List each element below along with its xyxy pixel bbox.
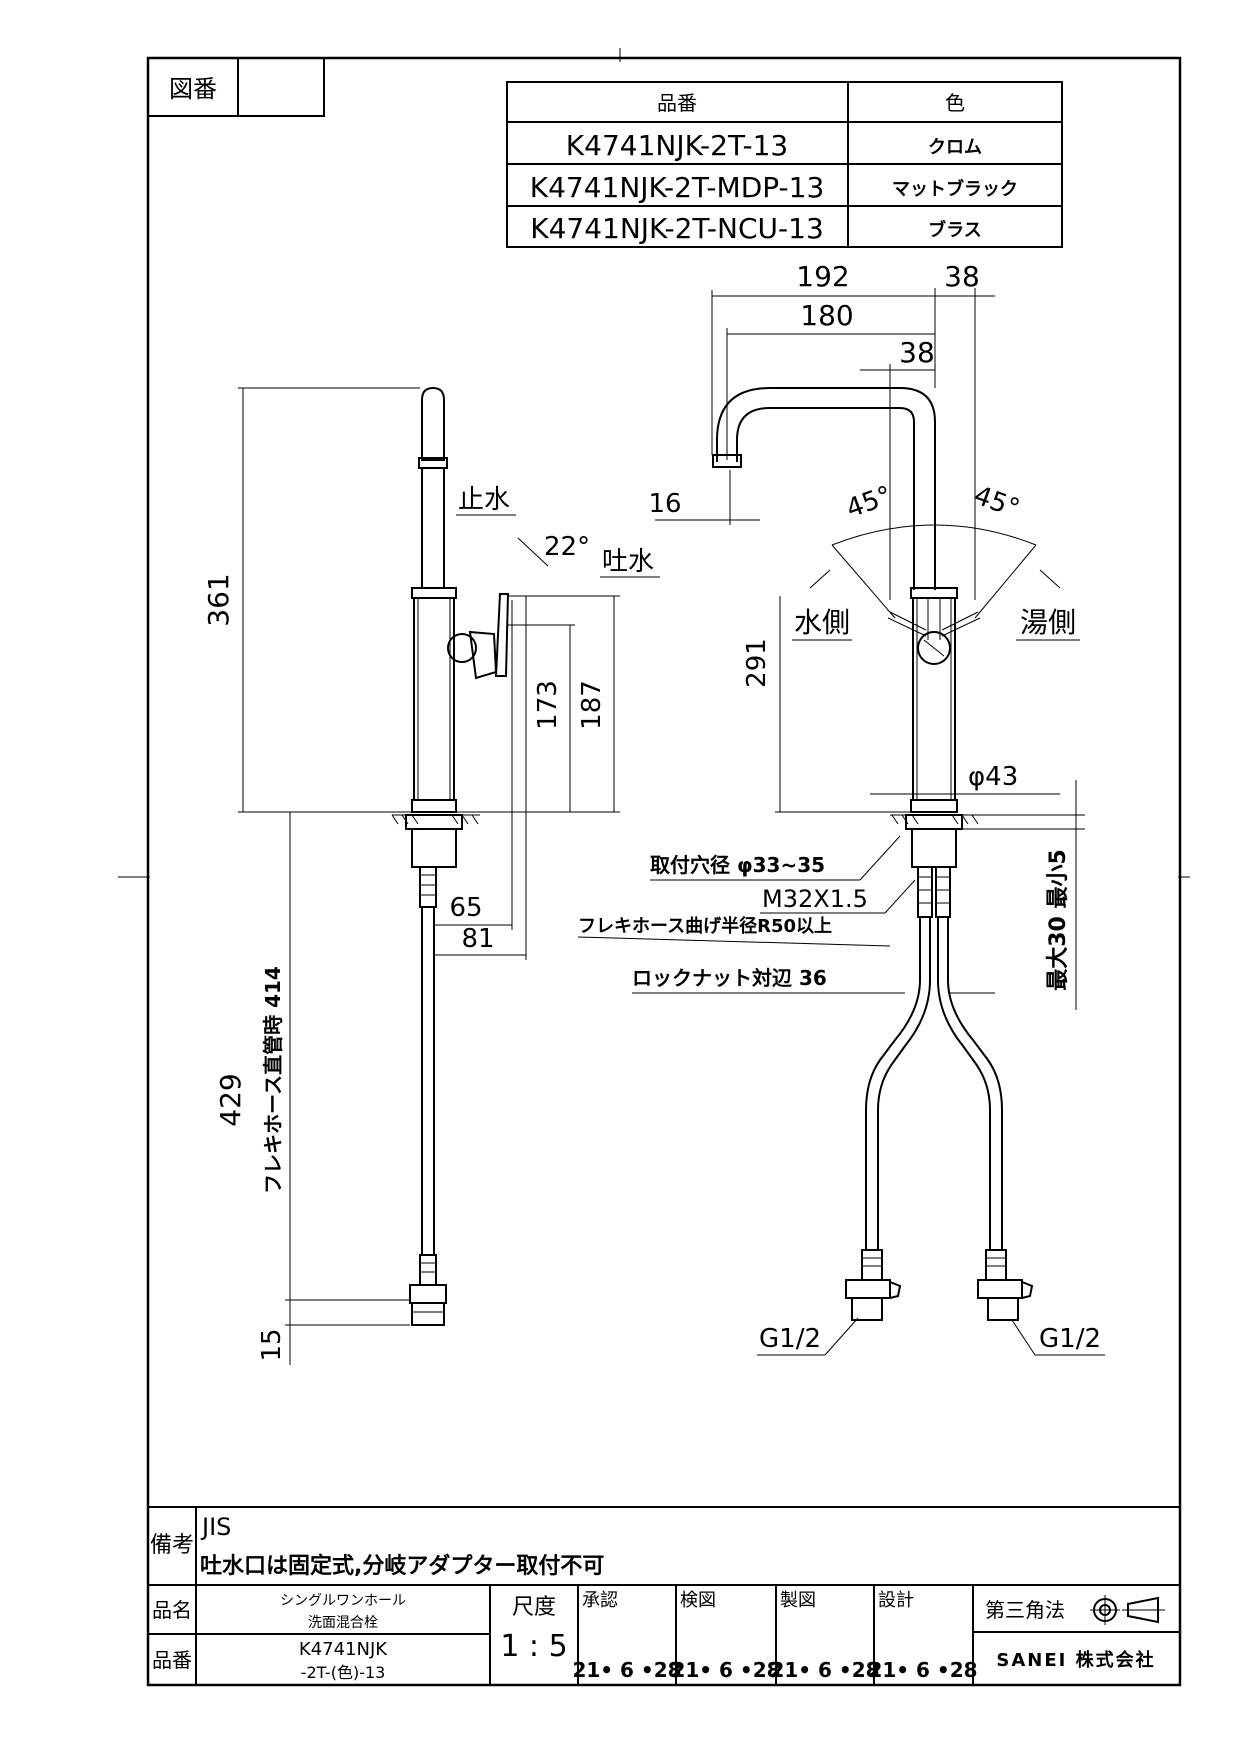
label-discharge: 吐水 bbox=[602, 547, 654, 577]
projection-label: 第三角法 bbox=[985, 1598, 1065, 1622]
dim-291: 291 bbox=[742, 638, 772, 688]
approve-date: 21• 6 •28 bbox=[572, 1658, 681, 1682]
label-hot-side: 湯側 bbox=[1020, 606, 1076, 639]
third-angle-projection-icon bbox=[1090, 1595, 1165, 1625]
note-thread: M32X1.5 bbox=[762, 885, 868, 913]
dim-429: 429 bbox=[214, 1073, 247, 1126]
part-row-1: K4741NJK-2T-13 bbox=[566, 129, 788, 162]
hinmei-label: 品名 bbox=[152, 1598, 192, 1622]
color-row-2: マットブラック bbox=[892, 178, 1018, 200]
color-row-3: ブラス bbox=[928, 219, 982, 241]
label-cold-side: 水側 bbox=[794, 606, 850, 639]
note-hose-bend: フレキホース曲げ半径R50以上 bbox=[578, 915, 832, 937]
dim-180: 180 bbox=[800, 299, 853, 332]
note-mounting-hole: 取付穴径 φ33~35 bbox=[650, 853, 825, 877]
design-date: 21• 6 •28 bbox=[868, 1658, 977, 1682]
dim-81: 81 bbox=[461, 924, 494, 954]
note-counter-thickness: 最大30 最小5 bbox=[1046, 849, 1071, 991]
dim-38-mid: 38 bbox=[899, 336, 935, 369]
part-row-2: K4741NJK-2T-MDP-13 bbox=[530, 171, 825, 204]
design-label: 設計 bbox=[878, 1590, 914, 1611]
check-label: 検図 bbox=[680, 1590, 716, 1611]
scale-value: 1 : 5 bbox=[500, 1629, 567, 1664]
check-date: 21• 6 •28 bbox=[671, 1658, 780, 1682]
col-color-header: 色 bbox=[945, 91, 965, 115]
dim-16: 16 bbox=[648, 489, 681, 519]
part-row-3: K4741NJK-2T-NCU-13 bbox=[530, 212, 824, 245]
hinban-line1: K4741NJK bbox=[299, 1639, 388, 1660]
note-locknut: ロックナット対辺 36 bbox=[632, 966, 827, 990]
label-angle-22: 22° bbox=[544, 532, 590, 562]
scale-label: 尺度 bbox=[512, 1595, 556, 1620]
dim-15: 15 bbox=[257, 1328, 287, 1361]
dim-dia-43: φ43 bbox=[968, 762, 1018, 792]
hinmei-line1: シングルワンホール bbox=[280, 1593, 406, 1609]
front-view-dimensions: 192 38 180 38 16 291 45° 45° 水側 湯側 φ43 取… bbox=[577, 260, 1105, 1356]
hinban-line2: -2T-(色)-13 bbox=[301, 1663, 386, 1682]
dim-187: 187 bbox=[577, 680, 607, 730]
draw-date: 21• 6 •28 bbox=[770, 1658, 879, 1682]
note-jis: JIS bbox=[200, 1513, 231, 1541]
hinban-label: 品番 bbox=[152, 1648, 192, 1672]
notes-block: 備考 JIS 吐水口は固定式,分岐アダプター取付不可 bbox=[148, 1506, 1180, 1585]
approve-label: 承認 bbox=[582, 1590, 618, 1611]
outer-frame bbox=[146, 56, 1182, 1687]
angle-45-right: 45° bbox=[970, 481, 1024, 525]
zuban-label: 図番 bbox=[169, 75, 217, 103]
dim-192: 192 bbox=[796, 260, 849, 293]
hose-straight-note: フレキホース直管時 414 bbox=[261, 966, 285, 1194]
side-view-dimensions: 361 429 フレキホース直管時 414 15 173 187 止水 22° … bbox=[202, 387, 660, 1365]
angle-45-left: 45° bbox=[842, 481, 896, 525]
color-table: 品番 色 K4741NJK-2T-13 クロム K4741NJK-2T-MDP-… bbox=[506, 81, 1063, 248]
biko-label: 備考 bbox=[150, 1533, 194, 1558]
company-name: SANEI 株式会社 bbox=[996, 1649, 1155, 1671]
connector-left: G1/2 bbox=[759, 1324, 821, 1354]
connector-right: G1/2 bbox=[1039, 1324, 1101, 1354]
dim-361: 361 bbox=[202, 573, 235, 626]
side-view-faucet bbox=[391, 386, 510, 1326]
draw-label: 製図 bbox=[780, 1590, 816, 1611]
note-spout-fixed: 吐水口は固定式,分岐アダプター取付不可 bbox=[200, 1553, 604, 1579]
hinmei-line2: 洗面混合栓 bbox=[308, 1615, 378, 1631]
drawing-number-box: 図番 bbox=[147, 57, 325, 117]
label-stop-water: 止水 bbox=[458, 485, 510, 515]
color-row-1: クロム bbox=[928, 137, 982, 158]
title-block: 品名 シングルワンホール 洗面混合栓 品番 K4741NJK -2T-(色)-1… bbox=[148, 1584, 1180, 1685]
col-part-header: 品番 bbox=[657, 91, 697, 115]
front-view-faucet bbox=[712, 387, 1034, 1321]
dim-38-top: 38 bbox=[944, 260, 980, 293]
dim-173: 173 bbox=[533, 680, 563, 730]
dim-65: 65 bbox=[449, 893, 482, 923]
